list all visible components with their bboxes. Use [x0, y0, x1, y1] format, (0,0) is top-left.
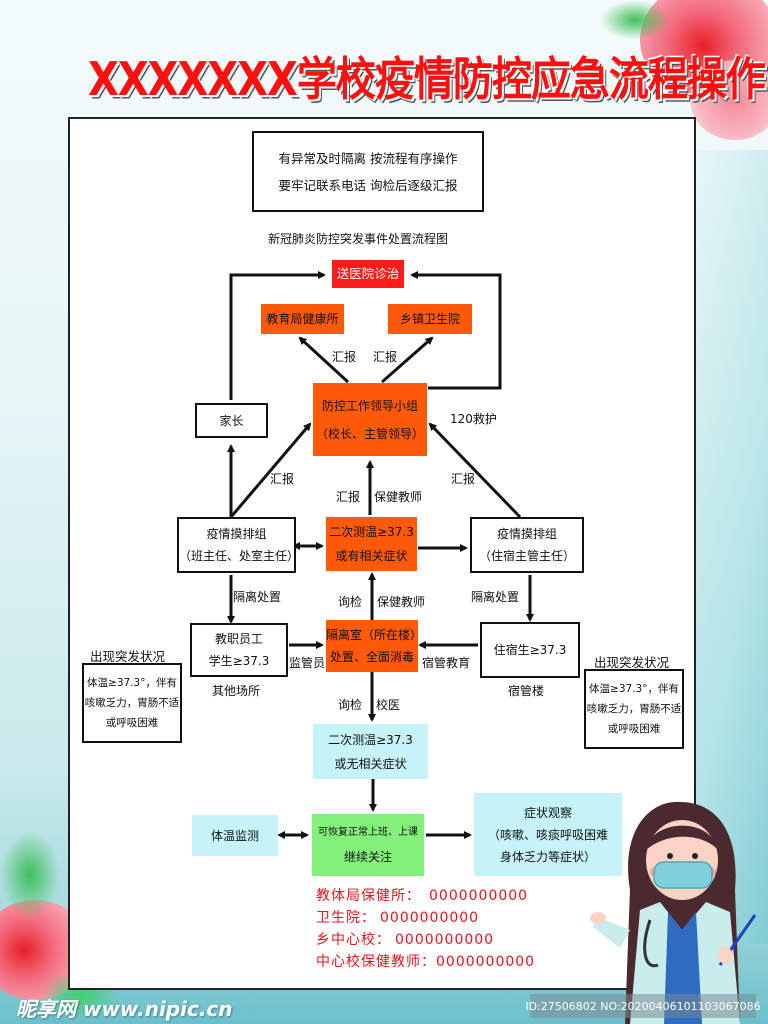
emergency-left-title: 出现突发状况 [90, 649, 166, 664]
edge-label-isolate-right: 隔离处置 [471, 590, 520, 604]
poster-title: XXXXXXX学校疫情防控应急流程操作 [88, 53, 766, 107]
diagram-title: 新冠肺炎防控突发事件处置流程图 [268, 232, 449, 246]
contact-item: 中心校保健教师：0000000000 [316, 954, 536, 970]
watermark-site: 昵享网 www.nipic.cn [16, 997, 233, 1021]
node-hospital: 送医院诊治 [332, 260, 404, 288]
edge-label-other-places: 其他场所 [212, 684, 261, 698]
node-staff-students: 教职员工 学生≥37.3 [190, 623, 288, 677]
node-resume-normal: 可恢复正常上班、上课 继续关注 [312, 814, 424, 876]
slogan-line-2: 要牢记联系电话 询检后逐级汇报 [278, 177, 458, 193]
watermark-id: ID:27506802 NO:20200406101103067086 [525, 994, 761, 1018]
contact-item: 卫生院：0000000000 [316, 910, 480, 926]
node-second-temp: 二次测温≥37.3 或有相关症状 [326, 517, 417, 571]
node-leader-group: 防控工作领导小组 （校长、主管领导） [313, 383, 427, 456]
doctor-illustration [590, 801, 757, 1024]
node-screening-left: 疫情摸排组 （班主任、处室主任） [177, 517, 299, 573]
edge-label-dormitory: 宿管楼 [508, 684, 545, 698]
edge-label-inquiry-up: 询检 [338, 595, 363, 609]
edge-label-school-doctor: 校医 [376, 698, 401, 712]
node-temp-monitor: 体温监测 [192, 815, 278, 856]
edge-label-health-teacher-center: 保健教师 [374, 490, 423, 504]
edge-label-report-left-top: 汇报 [332, 350, 357, 364]
node-emergency-left: 体温≥37.3°，伴有 咳嗽乏力，胃肠不适 或呼吸困难 [82, 663, 182, 743]
edge-label-supervisor: 监管员 [289, 656, 326, 670]
node-isolation-room: 隔离室（所在楼） 处置、全面消毒 [326, 620, 422, 672]
edge-label-report-right-mid: 汇报 [451, 472, 476, 486]
emergency-right-title: 出现突发状况 [594, 655, 670, 670]
slogan-line-1: 有异常及时隔离 按流程有序操作 [278, 150, 458, 166]
node-parents: 家长 [195, 403, 268, 438]
node-emergency-right: 体温≥37.3°，伴有 咳嗽乏力，胃肠不适 或呼吸困难 [584, 669, 684, 749]
contact-item: 教体局保健所：0000000000 [316, 888, 529, 904]
slogan-box: 有异常及时隔离 按流程有序操作 要牢记联系电话 询检后逐级汇报 [252, 131, 484, 212]
node-town-hospital: 乡镇卫生院 [388, 304, 472, 334]
edge-label-isolate-left: 隔离处置 [233, 590, 282, 604]
edge-label-inquiry-down: 询检 [338, 698, 363, 712]
edge-label-dorm-education: 宿管教育 [422, 656, 471, 670]
node-symptom-observation: 症状观察 （咳嗽、咳痰呼吸困难 身体乏力等症状） [474, 793, 622, 876]
node-edu-bureau-clinic: 教育局健康所 [261, 304, 344, 334]
node-boarder: 住宿生≥37.3 [480, 622, 580, 678]
contact-item: 乡中心校：0000000000 [316, 932, 495, 948]
edge-label-report-center: 汇报 [336, 490, 361, 504]
edge-label-report-right-top: 汇报 [373, 350, 398, 364]
node-screening-right: 疫情摸排组 （住宿主管主任） [470, 517, 584, 573]
edge-label-health-teacher-up: 保健教师 [377, 595, 426, 609]
edge-label-report-left-mid: 汇报 [270, 472, 295, 486]
edge-label-ambulance: 120救护 [450, 412, 497, 426]
node-second-temp-no-symptoms: 二次测温≥37.3 或无相关症状 [313, 724, 428, 779]
